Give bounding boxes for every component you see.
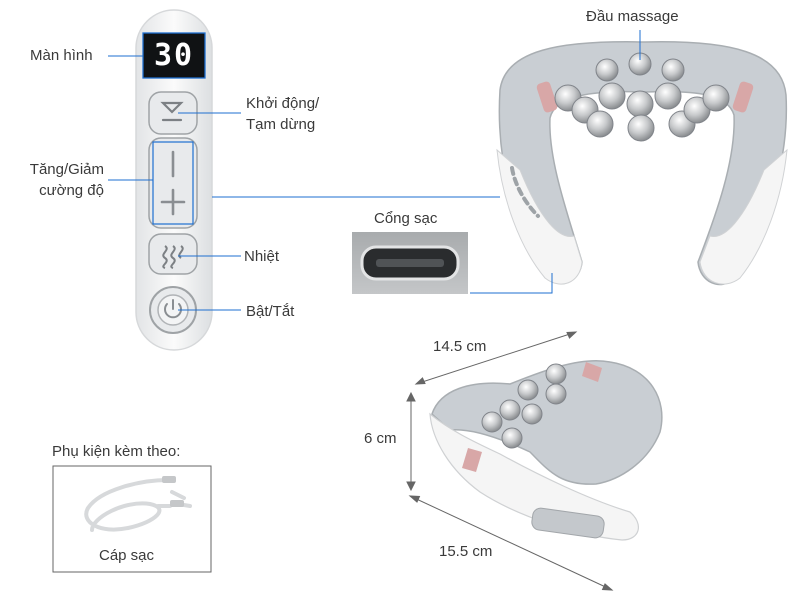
power-icon [164, 299, 182, 319]
led-display [142, 32, 206, 79]
plus-icon [160, 188, 186, 216]
label-charging-port: Cổng sạc [374, 210, 438, 227]
dimension-height: 6 cm [364, 430, 397, 447]
intensity-buttons[interactable] [148, 137, 198, 229]
start-pause-icon [160, 101, 184, 122]
label-start-pause-1: Khởi động/ [246, 95, 320, 112]
heat-icon [162, 245, 184, 269]
label-charging-cable: Cáp sạc [99, 547, 155, 564]
label-power: Bật/Tắt [246, 303, 295, 320]
neck-massager-front [496, 41, 788, 286]
massage-heads [554, 52, 730, 142]
label-display: Màn hình [30, 47, 93, 64]
accessory-box [52, 465, 212, 573]
label-intensity-2: cường độ [39, 182, 104, 199]
label-intensity-1: Tăng/Giảm [29, 161, 104, 178]
pink-accent [536, 81, 558, 113]
leader-lines [108, 30, 641, 311]
heat-button[interactable] [148, 233, 198, 275]
neck-massager-side [429, 360, 663, 541]
charging-port-photo [352, 232, 468, 294]
dimension-lines [406, 331, 614, 591]
display-value: 30 [153, 38, 195, 73]
label-accessories: Phụ kiện kèm theo: [52, 443, 181, 460]
label-massage-head: Đầu massage [586, 8, 679, 25]
side-control-strip [531, 507, 605, 539]
dimension-width: 14.5 cm [433, 338, 487, 355]
label-heat: Nhiệt [244, 248, 280, 265]
dimension-length: 15.5 cm [439, 543, 493, 560]
control-panel [135, 9, 213, 351]
cable-icon [84, 478, 192, 532]
label-start-pause-2: Tạm dừng [246, 116, 316, 133]
